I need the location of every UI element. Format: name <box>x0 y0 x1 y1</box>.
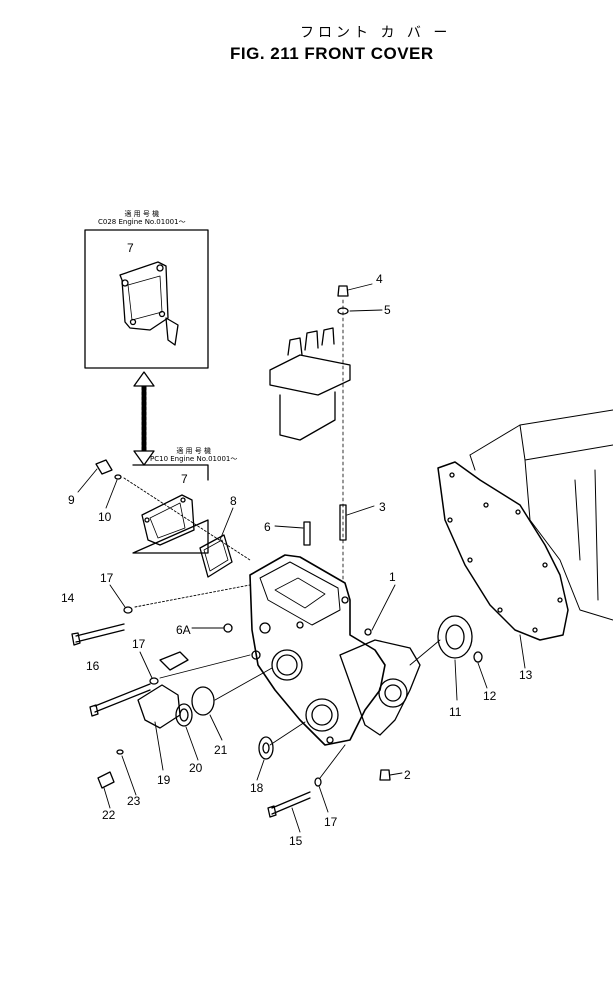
bearing-20 <box>175 703 193 727</box>
oil-seal-11 <box>437 615 473 659</box>
callout-3: 3 <box>379 500 386 514</box>
callout-17-mid: 17 <box>132 637 146 651</box>
bolt-14 <box>71 623 125 646</box>
lower-inset-applicability-jp: 適 用 号 機 <box>176 447 212 455</box>
front-cover-housing <box>249 554 421 746</box>
figure-title: FIG. 211 FRONT COVER <box>230 44 434 63</box>
callout-4: 4 <box>376 272 383 286</box>
callout-14: 14 <box>61 591 75 605</box>
callout-15: 15 <box>289 834 303 848</box>
callout-5: 5 <box>384 303 391 317</box>
callout-8: 8 <box>230 494 237 508</box>
callout-6: 6 <box>264 520 271 534</box>
washer-17-mid <box>149 677 159 685</box>
callout-16: 16 <box>86 659 100 673</box>
washer-23 <box>116 749 124 755</box>
bolt-16 <box>89 683 151 717</box>
upper-inset-heading: 適 用 号 機 C028 Engine No.01001～ <box>98 210 186 226</box>
plug-12 <box>473 651 483 663</box>
washer-17-low <box>314 777 322 787</box>
callout-11: 11 <box>449 705 462 719</box>
callout-23: 23 <box>127 794 141 808</box>
callout-21: 21 <box>214 743 228 757</box>
pin-6 <box>303 521 311 546</box>
callout-20: 20 <box>189 761 203 775</box>
cover-plate-19 <box>137 684 181 729</box>
callout-7-upper: 7 <box>127 241 134 255</box>
bolt-22 <box>97 771 115 789</box>
plug-2 <box>379 769 391 781</box>
front-cover-gasket <box>437 461 569 641</box>
upper-inset-box <box>84 229 209 369</box>
bolt-9 <box>95 459 113 475</box>
stud-3 <box>339 504 347 541</box>
oil-seal-18 <box>258 736 274 760</box>
upper-inset-applicability-jp: 適 用 号 機 <box>124 210 160 218</box>
engine-block-outline <box>469 409 613 621</box>
clamp <box>159 651 189 671</box>
plug-6a <box>223 623 233 633</box>
callout-10: 10 <box>98 510 112 524</box>
double-arrow <box>133 371 155 466</box>
nut-4 <box>337 285 349 297</box>
gasket-8 <box>199 534 233 578</box>
lower-inset-box <box>132 464 209 554</box>
callout-17-low: 17 <box>324 815 338 829</box>
callout-17-top: 17 <box>100 571 114 585</box>
callout-6a: 6A <box>176 623 191 637</box>
leader-lines <box>77 283 526 833</box>
callout-22: 22 <box>102 808 116 822</box>
lower-inset-heading: 適 用 号 機 PC10 Engine No.01001～ <box>150 447 237 463</box>
lower-inset-engine-line: PC10 Engine No.01001～ <box>150 455 238 463</box>
washer-10 <box>114 474 122 480</box>
washer-5 <box>337 307 349 315</box>
callout-13: 13 <box>519 668 533 682</box>
callout-7-lower: 7 <box>181 472 188 486</box>
callout-18: 18 <box>250 781 264 795</box>
callout-1: 1 <box>389 570 396 584</box>
title-japanese: フロント カ バ ー <box>300 25 452 41</box>
washer-17-top <box>123 606 133 614</box>
callout-19: 19 <box>157 773 171 787</box>
bolt-15 <box>267 791 311 818</box>
oring-21 <box>191 686 215 716</box>
callout-12: 12 <box>483 689 497 703</box>
callout-9: 9 <box>68 493 75 507</box>
injection-pump <box>269 327 351 441</box>
upper-inset-engine-line: C028 Engine No.01001～ <box>98 218 186 226</box>
callout-2: 2 <box>404 768 411 782</box>
